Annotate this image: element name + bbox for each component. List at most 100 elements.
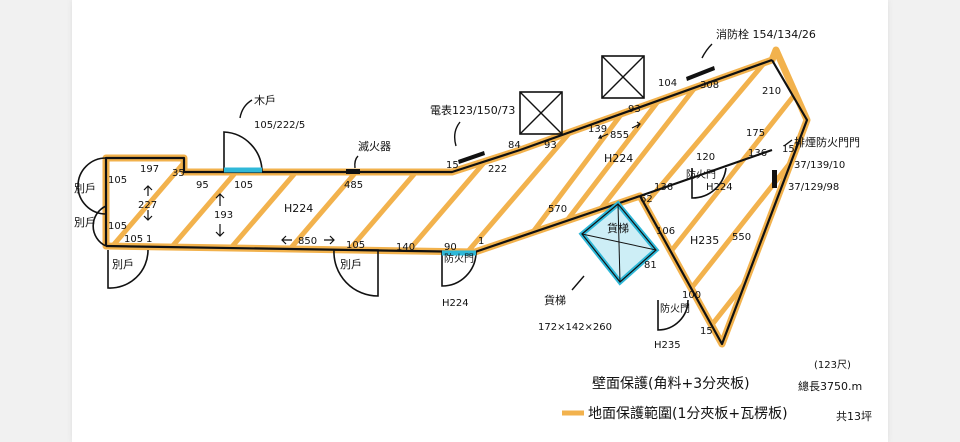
legend-note: (123尺) bbox=[814, 359, 851, 371]
dim-197: 197 bbox=[140, 164, 159, 175]
freight-elevator-label: 貨梯 bbox=[544, 293, 566, 307]
dim-62: 62 bbox=[640, 194, 653, 205]
dim-35: 35 bbox=[172, 168, 185, 179]
side-door-left-bottom bbox=[92, 205, 107, 247]
fire-door-lower bbox=[657, 299, 689, 331]
dim-93-a: 93 bbox=[544, 140, 557, 151]
hydrant-leader bbox=[701, 43, 713, 59]
dim-139: 139 bbox=[588, 124, 607, 135]
dim-210: 210 bbox=[762, 86, 781, 97]
column-box-1 bbox=[519, 91, 563, 135]
meter-label: 電表123/150/73 bbox=[430, 103, 515, 117]
arrow-left-855 bbox=[597, 133, 609, 139]
dim-485: 485 bbox=[344, 180, 363, 191]
dim-222: 222 bbox=[488, 164, 507, 175]
dim-175: 175 bbox=[746, 128, 765, 139]
hydrant-label: 消防栓 154/134/26 bbox=[716, 27, 816, 41]
hydrant-mark bbox=[686, 66, 715, 81]
dim-105-c: 105 bbox=[124, 234, 143, 245]
height-h224-firedoor-mid: H224 bbox=[706, 182, 733, 193]
fire-door-label-mid: 防火門 bbox=[686, 168, 716, 181]
dim-105-e: 105 bbox=[346, 240, 365, 251]
arrow-down-193 bbox=[215, 224, 225, 237]
arrow-up-193 bbox=[215, 193, 225, 206]
dim-95: 95 bbox=[196, 180, 209, 191]
wood-door-dims: 105/222/5 bbox=[254, 120, 305, 131]
legend-floor-area: 共13坪 bbox=[836, 410, 872, 423]
dim-81: 81 bbox=[644, 260, 657, 271]
arrow-left-850 bbox=[281, 235, 292, 245]
fire-door-mid bbox=[691, 167, 727, 199]
extinguisher-leader bbox=[354, 155, 359, 169]
dim-100: 100 bbox=[682, 290, 701, 301]
elevator-box-label-top: 貨梯 bbox=[607, 221, 629, 235]
height-h235-lower: H235 bbox=[654, 340, 681, 351]
elevator-leader bbox=[571, 275, 585, 291]
height-h224-firedoor: H224 bbox=[442, 298, 469, 309]
dim-105-b: 105 bbox=[108, 221, 127, 232]
dim-15-b: 15 bbox=[782, 144, 795, 155]
dim-105-d: 105 bbox=[234, 180, 253, 191]
dim-93-b: 93 bbox=[628, 104, 641, 115]
dim-15-c: 15 bbox=[700, 326, 713, 337]
dim-308: 308 bbox=[700, 80, 719, 91]
dim-550: 550 bbox=[732, 232, 751, 243]
smoke-exhaust-label: 排煙防火門門 bbox=[794, 135, 860, 149]
legend-wall-protection: 壁面保護(角料+3分夾板) bbox=[592, 376, 750, 392]
dim-855: 855 bbox=[610, 130, 629, 141]
arrow-up-left bbox=[143, 185, 153, 196]
side-door-bottom-left bbox=[107, 249, 149, 289]
dim-84: 84 bbox=[508, 140, 521, 151]
dim-136-a: 136 bbox=[748, 148, 767, 159]
dim-850: 850 bbox=[298, 236, 317, 247]
extinguisher-mark bbox=[346, 169, 360, 174]
side-door-label-3: 別戶 bbox=[112, 258, 134, 271]
side-door-bottom-mid bbox=[333, 249, 379, 297]
dim-140: 140 bbox=[396, 242, 415, 253]
dim-1-a: 1 bbox=[478, 236, 484, 247]
dim-90: 90 bbox=[444, 242, 457, 253]
fire-door-label-bottom: 防火門 bbox=[444, 252, 474, 265]
wood-door-label: 木戶 bbox=[254, 94, 276, 107]
dim-105-a: 105 bbox=[108, 175, 127, 186]
side-door-label-1: 別戶 bbox=[74, 182, 96, 195]
dim-15-a: 15 bbox=[446, 160, 459, 171]
smoke-exhaust-leader bbox=[783, 139, 793, 147]
smoke-exhaust-dims-1: 37/139/10 bbox=[794, 160, 845, 171]
dim-104: 104 bbox=[658, 78, 677, 89]
arrow-down-left bbox=[143, 210, 153, 221]
arrow-right-855 bbox=[631, 121, 641, 129]
side-door-left-top bbox=[77, 157, 107, 215]
side-door-label-4: 別戶 bbox=[340, 258, 362, 271]
extinguisher-label: 滅火器 bbox=[358, 140, 391, 153]
dim-1-b: 1 bbox=[146, 234, 152, 245]
meter-mark bbox=[458, 151, 485, 164]
height-h235-wedge: H235 bbox=[690, 234, 719, 247]
fire-door-bottom bbox=[441, 251, 477, 287]
legend-floor-protection: 地面保護範圍(1分夾板+瓦楞板) bbox=[588, 405, 788, 422]
arrow-right-850 bbox=[324, 235, 335, 245]
legend-wall-length: 總長3750.m bbox=[798, 379, 862, 393]
freight-elevator-box bbox=[578, 200, 660, 286]
floor-plan-sheet: 貨梯 消防栓 154/134/26 電表123/150/73 滅火器 木戶 10… bbox=[72, 0, 888, 442]
dim-120: 120 bbox=[696, 152, 715, 163]
column-box-2 bbox=[601, 55, 645, 99]
dim-136-b: 136 bbox=[654, 182, 673, 193]
meter-leader bbox=[453, 121, 461, 147]
dim-570: 570 bbox=[548, 204, 567, 215]
wall-outline-inner bbox=[639, 148, 773, 198]
floor-plan-drawing: 貨梯 消防栓 154/134/26 電表123/150/73 滅火器 木戶 10… bbox=[74, 27, 872, 423]
wood-door bbox=[223, 131, 263, 173]
smoke-exhaust-dims-2: 37/129/98 bbox=[788, 182, 839, 193]
dim-193: 193 bbox=[214, 210, 233, 221]
freight-elevator-dims: 172×142×260 bbox=[538, 322, 612, 333]
fire-door-label-lower: 防火門 bbox=[660, 302, 690, 315]
side-door-label-2: 別戶 bbox=[74, 216, 96, 229]
dim-227: 227 bbox=[138, 200, 157, 211]
dim-106: 106 bbox=[656, 226, 675, 237]
wall-outline-right bbox=[639, 59, 809, 346]
height-h224-main: H224 bbox=[284, 202, 313, 215]
wood-door-leader bbox=[239, 99, 253, 119]
height-h224-upper: H224 bbox=[604, 152, 633, 165]
smoke-exhaust-mark bbox=[772, 170, 777, 188]
